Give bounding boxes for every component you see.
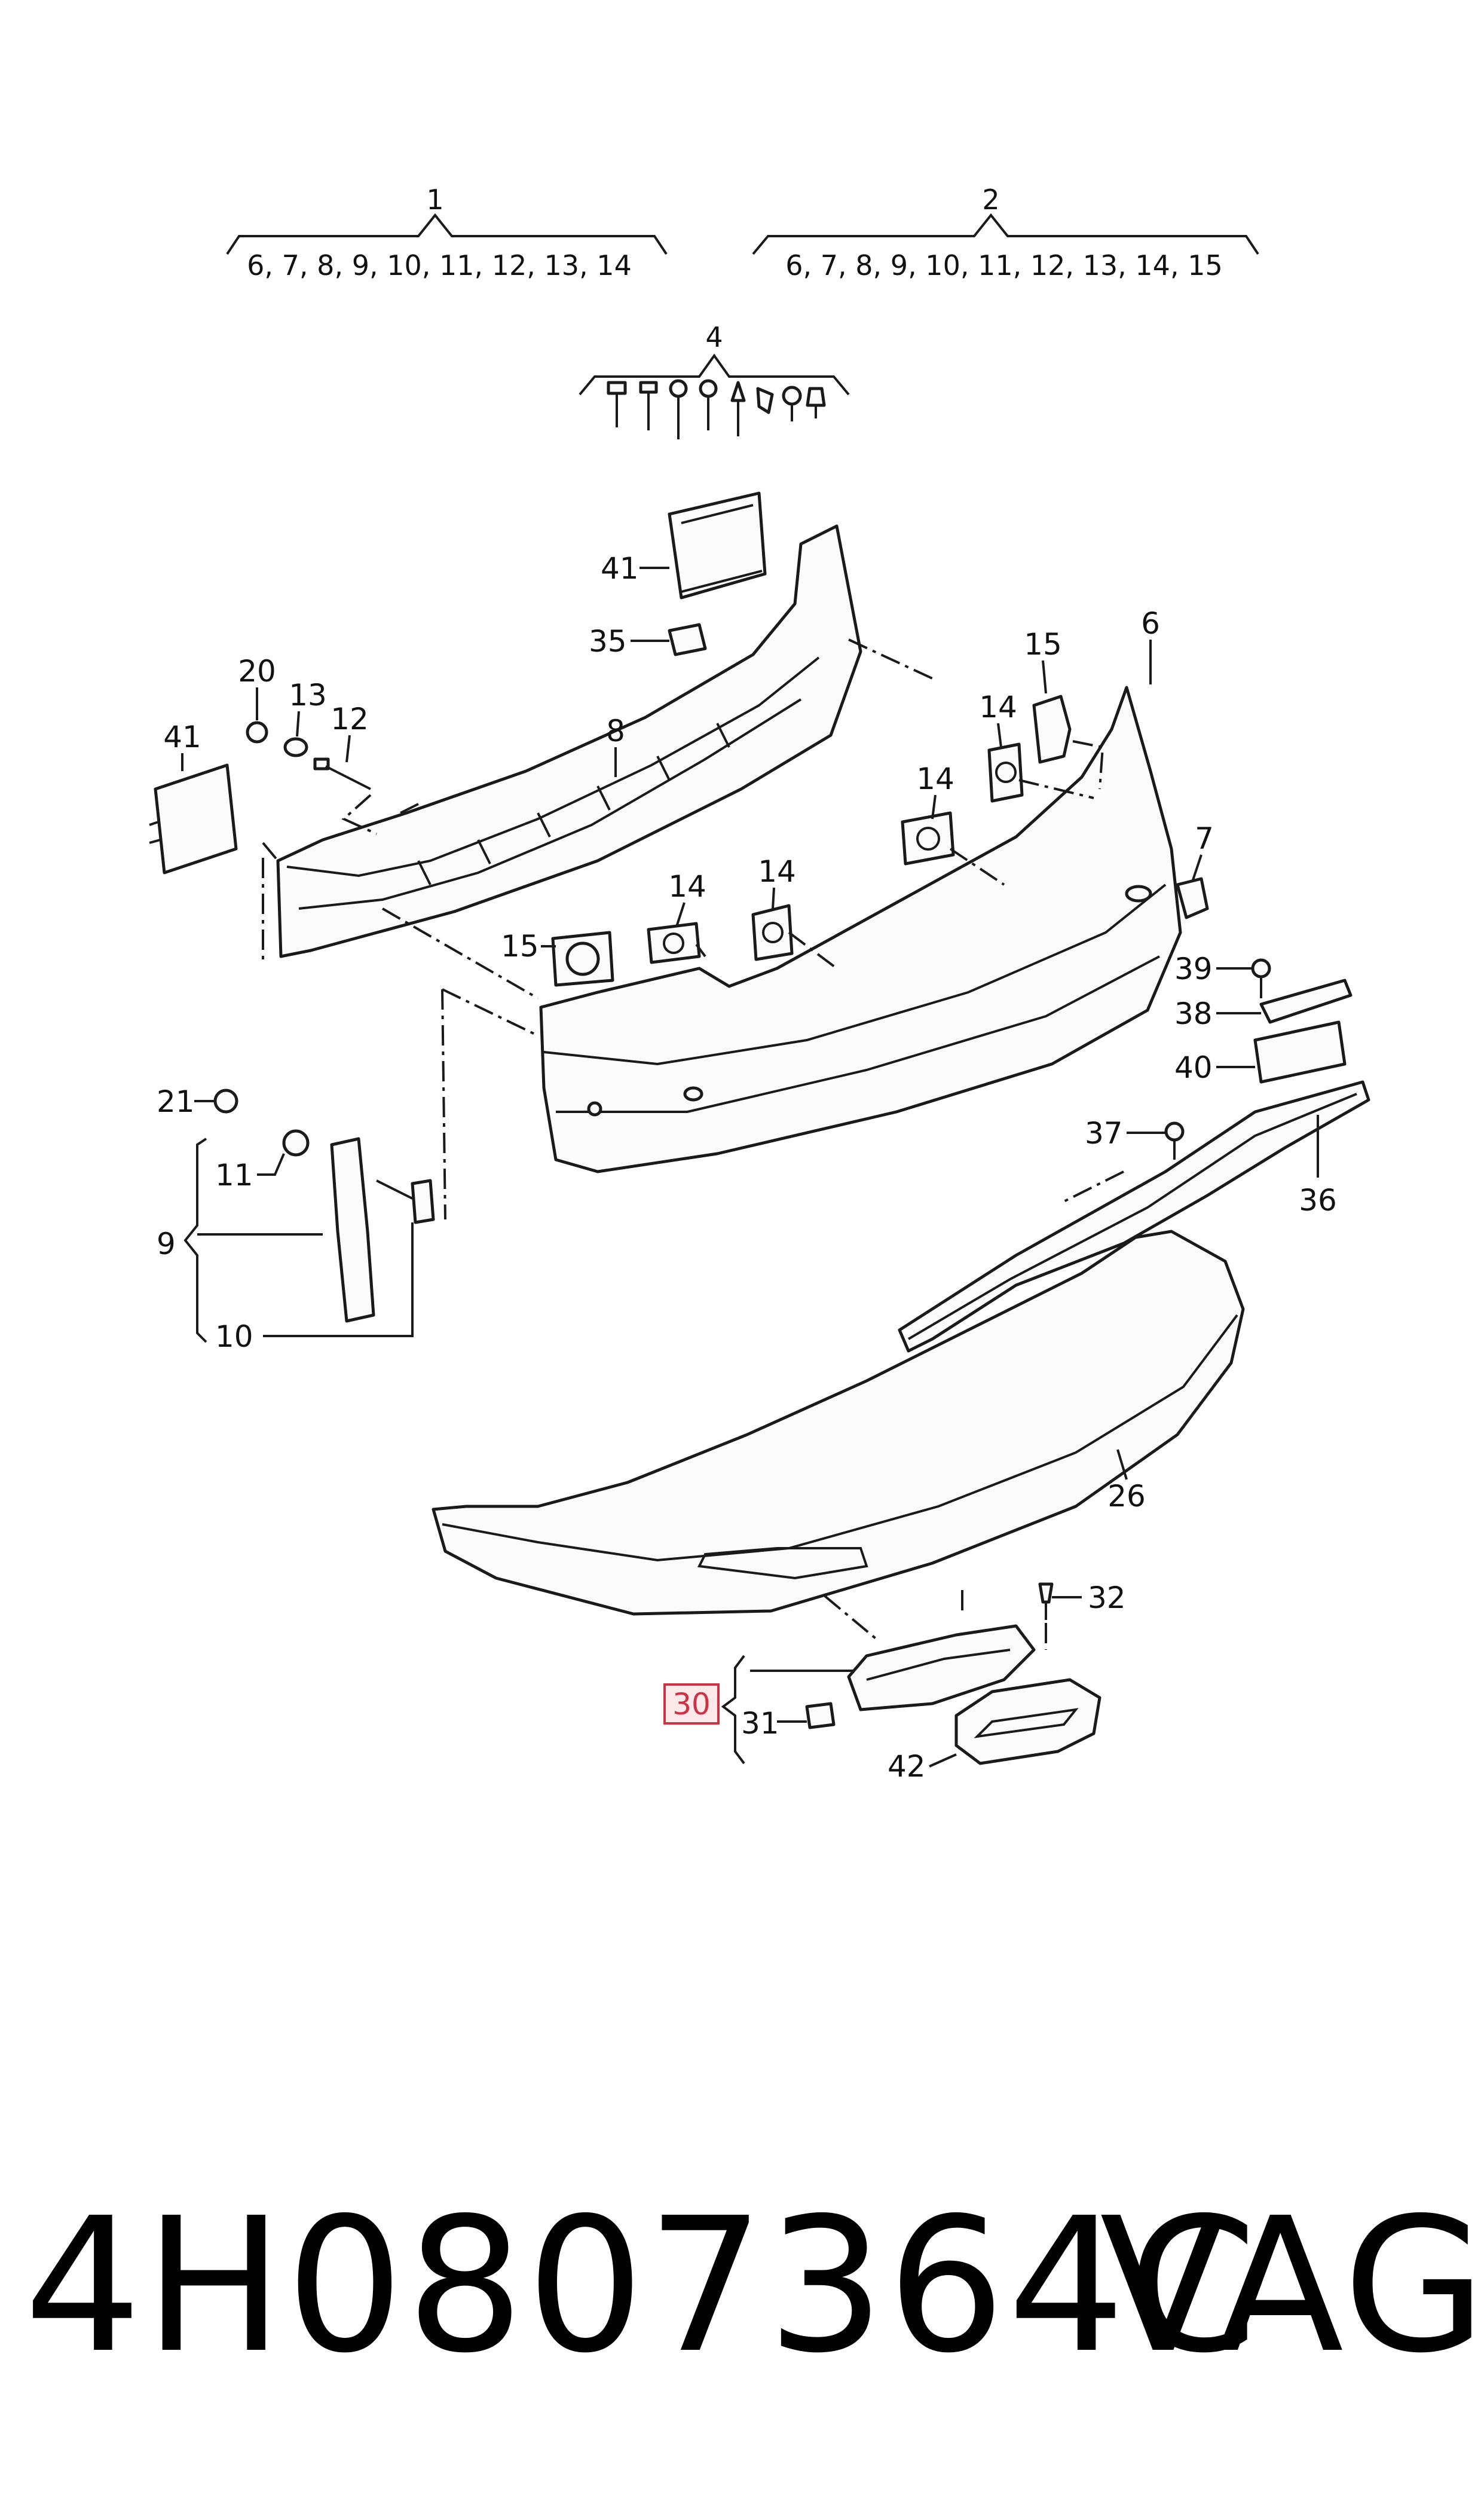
callout-12[interactable]: 12 — [331, 702, 369, 736]
sensor-holder-14d — [751, 904, 794, 961]
bracket-38 — [1259, 979, 1353, 1024]
callout-41-left[interactable]: 41 — [163, 720, 201, 754]
callout-14-a[interactable]: 14 — [979, 690, 1017, 724]
tailpipe-42 — [954, 1678, 1101, 1765]
screw-37 — [1164, 1121, 1185, 1160]
callout-1[interactable]: 1 — [426, 184, 443, 216]
callout-14-b[interactable]: 14 — [916, 762, 954, 796]
callout-13[interactable]: 13 — [289, 678, 327, 713]
callout-26[interactable]: 26 — [1107, 1479, 1146, 1514]
callout-42[interactable]: 42 — [888, 1749, 926, 1784]
callout-2[interactable]: 2 — [982, 184, 999, 216]
header-bracket-1: 1 6, 7, 8, 9, 10, 11, 12, 13, 14 — [226, 184, 668, 282]
callout-31[interactable]: 31 — [741, 1706, 779, 1741]
callout-41-top[interactable]: 41 — [601, 551, 639, 586]
callout-30-highlight[interactable]: 30 — [663, 1683, 720, 1725]
header-bracket-4: 4 — [579, 321, 850, 396]
callout-10[interactable]: 10 — [215, 1319, 253, 1354]
callout-14-c[interactable]: 14 — [758, 854, 796, 889]
callout-4[interactable]: 4 — [705, 321, 723, 353]
callout-6[interactable]: 6 — [1141, 606, 1160, 641]
rivet-32 — [1038, 1582, 1054, 1620]
callout-21[interactable]: 21 — [157, 1084, 195, 1119]
fastener-set-icon — [607, 379, 826, 439]
module-40 — [1253, 1020, 1347, 1084]
callout-15-right[interactable]: 15 — [1024, 627, 1062, 662]
screw-39 — [1251, 958, 1271, 998]
callout-32[interactable]: 32 — [1088, 1580, 1126, 1615]
callout-1-contents: 6, 7, 8, 9, 10, 11, 12, 13, 14 — [247, 249, 632, 282]
bracket-36 — [898, 1080, 1370, 1353]
callout-9[interactable]: 9 — [157, 1227, 176, 1261]
module-41-top — [668, 491, 767, 600]
callout-15-left[interactable]: 15 — [501, 929, 539, 964]
nut-20 — [246, 721, 268, 744]
callout-36[interactable]: 36 — [1299, 1183, 1337, 1218]
callout-7[interactable]: 7 — [1195, 821, 1214, 856]
impact-absorber-8 — [276, 524, 862, 958]
washer-13 — [283, 737, 308, 757]
sensor-holder-14b — [901, 811, 955, 866]
module-41-left — [149, 763, 238, 875]
callout-39[interactable]: 39 — [1174, 952, 1213, 986]
callout-2-contents: 6, 7, 8, 9, 10, 11, 12, 13, 14, 15 — [785, 249, 1222, 282]
callout-35[interactable]: 35 — [589, 624, 627, 659]
part-number: 4H0807364C — [24, 2178, 1260, 2394]
tailpipe-trim-30 — [847, 1624, 1036, 1711]
sensor-15-right — [1032, 695, 1072, 764]
callout-11[interactable]: 11 — [215, 1158, 253, 1193]
callout-14-d[interactable]: 14 — [668, 869, 706, 904]
bolt-12 — [313, 757, 371, 790]
callout-8[interactable]: 8 — [606, 714, 625, 748]
clip-35 — [668, 623, 707, 656]
side-guide-9 — [213, 1089, 435, 1323]
header-bracket-2: 2 6, 7, 8, 9, 10, 11, 12, 13, 14, 15 — [752, 184, 1259, 282]
clip-31 — [805, 1702, 836, 1729]
sensor-holder-14c — [647, 922, 701, 964]
callout-37[interactable]: 37 — [1085, 1116, 1123, 1151]
sensor-15-left — [551, 931, 614, 987]
sensor-holder-14a — [987, 742, 1024, 803]
bumper-cover-6 — [539, 686, 1182, 1173]
cap-7 — [1176, 877, 1209, 919]
diffuser-26 — [432, 1230, 1245, 1616]
brand-label: VAG — [1100, 2178, 1484, 2394]
callout-40[interactable]: 40 — [1174, 1050, 1213, 1085]
callout-20[interactable]: 20 — [238, 654, 276, 689]
callout-30[interactable]: 30 — [672, 1687, 711, 1722]
callout-38[interactable]: 38 — [1174, 996, 1213, 1031]
